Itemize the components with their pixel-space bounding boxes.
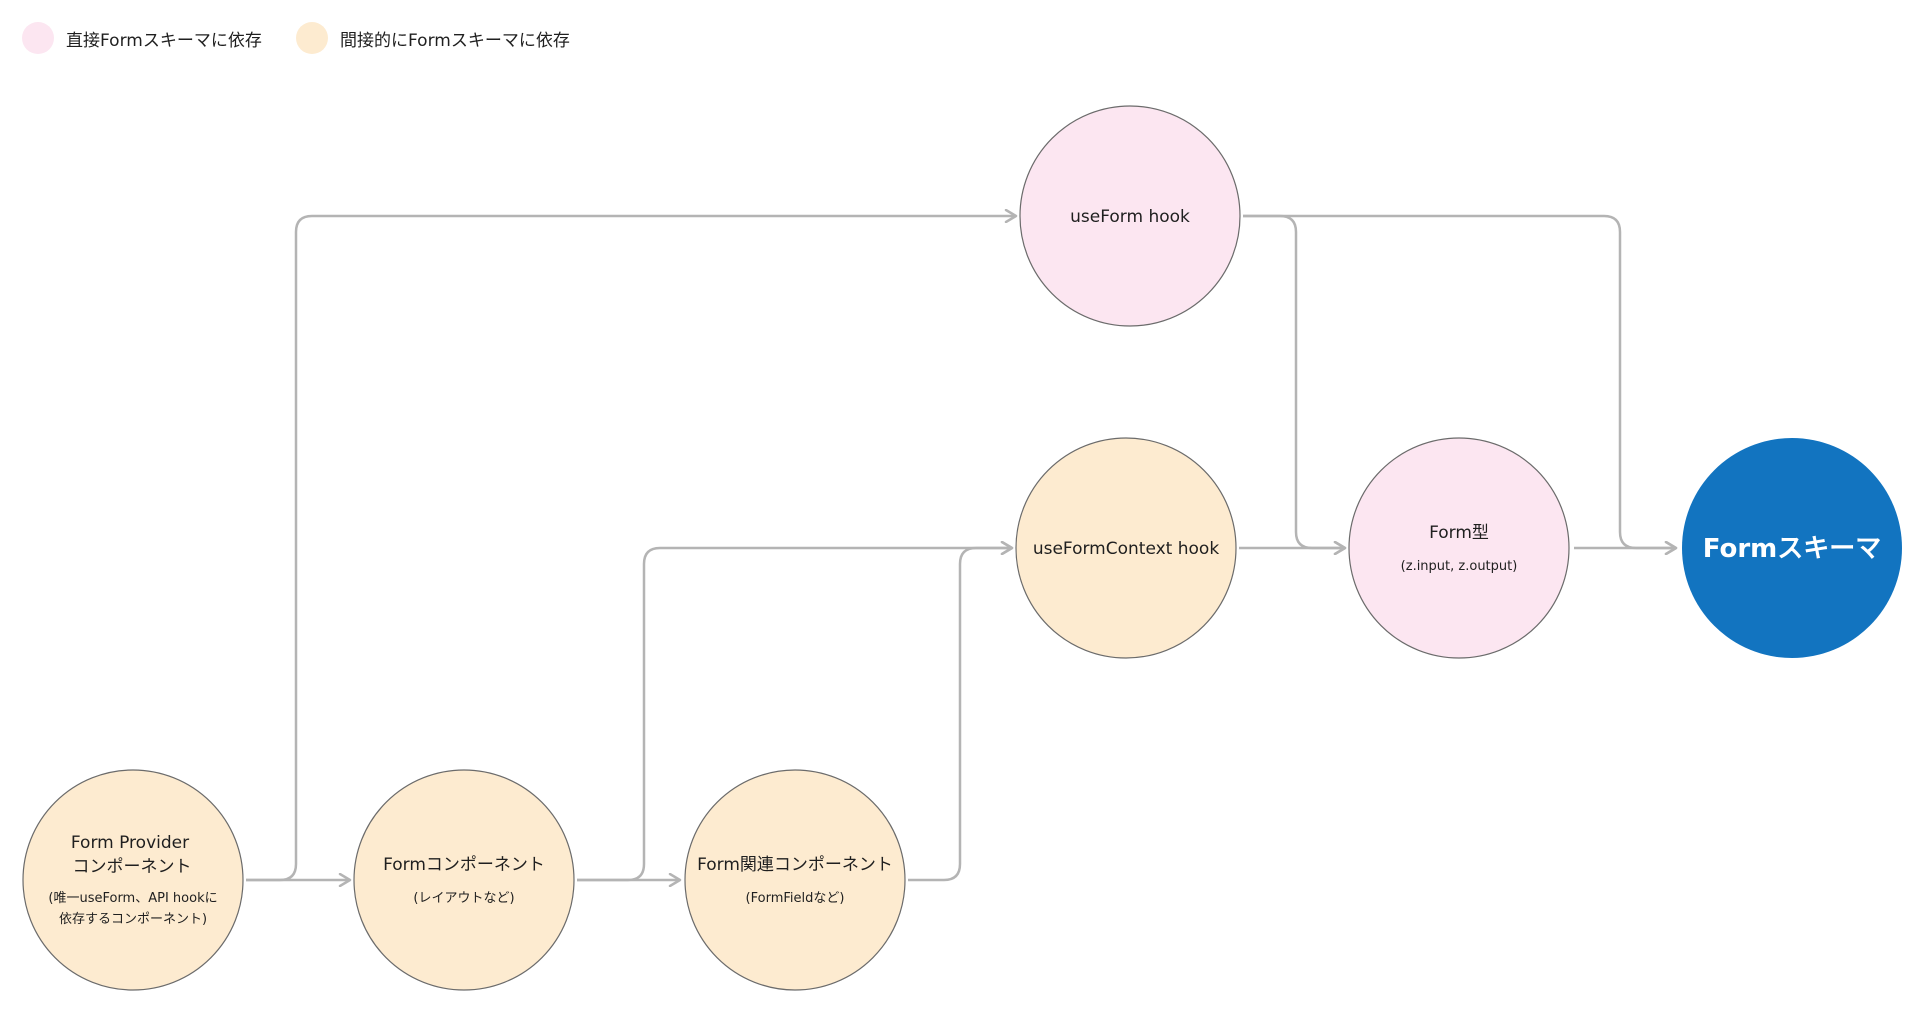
node-form-component[interactable]: Formコンポーネント (レイアウトなど) <box>353 769 575 991</box>
node-form-provider[interactable]: Form Provider コンポーネント (唯一useForm、API hoo… <box>22 769 244 991</box>
node-form-type-sub: (z.input, z.output) <box>1401 559 1518 574</box>
node-form-provider-title1: Form Provider <box>71 833 189 853</box>
node-useform-hook-title: useForm hook <box>1070 207 1190 227</box>
node-useform-hook[interactable]: useForm hook <box>1019 105 1241 327</box>
node-form-component-sub: (レイアウトなど) <box>413 891 514 906</box>
legend-direct: 直接Formスキーマに依存 <box>22 22 262 54</box>
legend-indirect: 間接的にFormスキーマに依存 <box>296 22 570 54</box>
node-form-provider-sub1: (唯一useForm、API hookに <box>48 891 217 906</box>
legend-indirect-label: 間接的にFormスキーマに依存 <box>340 30 570 51</box>
node-form-schema-title: Formスキーマ <box>1703 534 1881 564</box>
node-form-component-title: Formコンポーネント <box>383 855 545 875</box>
node-form-related-title: Form関連コンポーネント <box>697 855 893 875</box>
node-form-related-sub: (FormFieldなど) <box>746 891 845 906</box>
legend-direct-label: 直接Formスキーマに依存 <box>66 30 262 51</box>
node-useformcontext-hook[interactable]: useFormContext hook <box>1015 437 1237 659</box>
edges <box>246 216 1676 880</box>
node-form-type-title: Form型 <box>1429 523 1489 543</box>
edge-formcomponent-to-usecontext <box>577 548 1012 882</box>
node-form-provider-sub2: 依存するコンポーネント) <box>59 912 207 927</box>
legend-direct-swatch <box>22 22 54 54</box>
node-form-type[interactable]: Form型 (z.input, z.output) <box>1348 437 1570 659</box>
edge-formrelated-to-usecontext <box>908 548 1012 882</box>
edge-useform-to-formtype <box>1243 214 1345 548</box>
node-form-schema[interactable]: Formスキーマ <box>1682 438 1902 658</box>
node-form-related[interactable]: Form関連コンポーネント (FormFieldなど) <box>684 769 906 991</box>
node-form-provider-title2: コンポーネント <box>73 857 192 877</box>
legend-indirect-swatch <box>296 22 328 54</box>
node-useformcontext-hook-title: useFormContext hook <box>1033 539 1219 559</box>
